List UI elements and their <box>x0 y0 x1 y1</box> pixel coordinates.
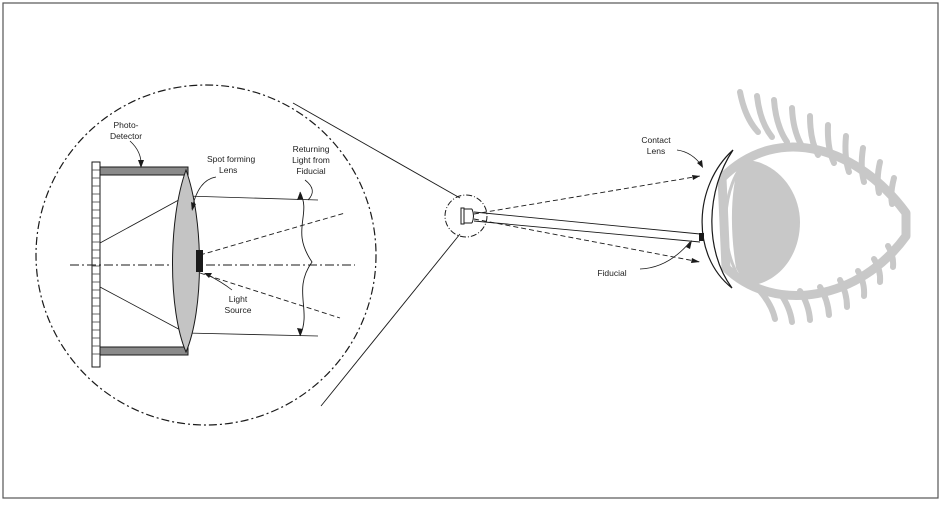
cornea <box>724 158 749 285</box>
label-contact-lens-2: Lens <box>647 146 665 156</box>
label-returning-2: Light from <box>292 155 330 165</box>
iris <box>731 159 800 286</box>
contact-lens <box>701 149 734 289</box>
sensor-zoom-circle <box>444 194 488 238</box>
label-photo-detector-1: Photo- <box>113 120 138 130</box>
label-spot-forming-1: Spot forming <box>207 154 255 164</box>
detail-zoom-circle <box>35 84 377 426</box>
light-beams <box>473 175 701 263</box>
label-returning-3: Fiducial <box>296 166 325 176</box>
bracket-arrowheads <box>297 192 303 336</box>
label-light-source-1: Light <box>229 294 248 304</box>
label-contact-lens-1: Contact <box>641 135 671 145</box>
photo-detector <box>91 161 101 368</box>
mini-sensor <box>460 207 474 225</box>
returning-light-bracket <box>299 191 313 337</box>
zoom-cone-lines <box>292 102 461 407</box>
label-spot-forming-2: Lens <box>219 165 237 175</box>
housing-top <box>99 166 189 176</box>
label-light-source-2: Source <box>225 305 252 315</box>
label-fiducial: Fiducial <box>597 268 626 278</box>
label-returning-1: Returning <box>293 144 330 154</box>
leader-arrowheads <box>138 160 703 278</box>
light-source <box>196 250 203 272</box>
fiducial-marker <box>699 233 704 241</box>
spot-forming-lens <box>172 168 200 354</box>
eyelid-outline <box>717 142 911 300</box>
beam-arrowheads <box>691 175 700 263</box>
label-photo-detector-2: Detector <box>110 131 142 141</box>
figure-border <box>2 2 939 499</box>
internal-rays <box>99 195 319 337</box>
housing-bottom <box>99 346 189 356</box>
eye-illustration <box>717 89 911 325</box>
emitted-rays <box>199 212 346 319</box>
